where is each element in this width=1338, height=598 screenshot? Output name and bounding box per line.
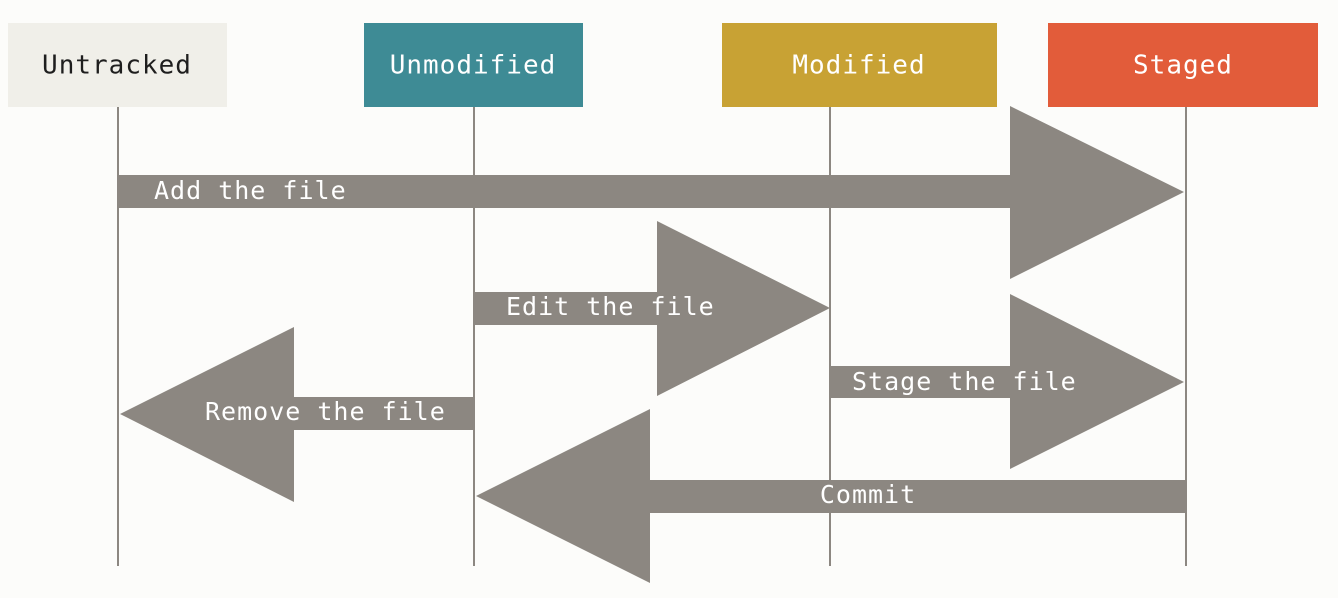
arrow-stage-the-file-label: Stage the file bbox=[852, 367, 1077, 396]
arrow-stage-the-file: Stage the file bbox=[830, 294, 1184, 469]
arrow-commit: Commit bbox=[476, 409, 1186, 583]
arrow-add-the-file-label: Add the file bbox=[154, 176, 347, 205]
state-staged-label: Staged bbox=[1133, 51, 1233, 81]
state-unmodified: Unmodified bbox=[364, 23, 583, 107]
arrow-remove-the-file: Remove the file bbox=[120, 327, 474, 502]
state-untracked: Untracked bbox=[8, 23, 227, 107]
arrow-commit-label: Commit bbox=[820, 480, 916, 509]
state-unmodified-label: Unmodified bbox=[390, 51, 557, 81]
arrow-edit-the-file-label: Edit the file bbox=[506, 292, 715, 321]
state-untracked-label: Untracked bbox=[42, 51, 192, 81]
arrow-add-the-file: Add the file bbox=[118, 106, 1184, 279]
state-modified-label: Modified bbox=[792, 51, 925, 81]
arrow-edit-the-file: Edit the file bbox=[474, 221, 830, 396]
arrow-remove-the-file-label: Remove the file bbox=[205, 397, 446, 426]
state-staged: Staged bbox=[1048, 23, 1318, 107]
state-modified: Modified bbox=[722, 23, 997, 107]
